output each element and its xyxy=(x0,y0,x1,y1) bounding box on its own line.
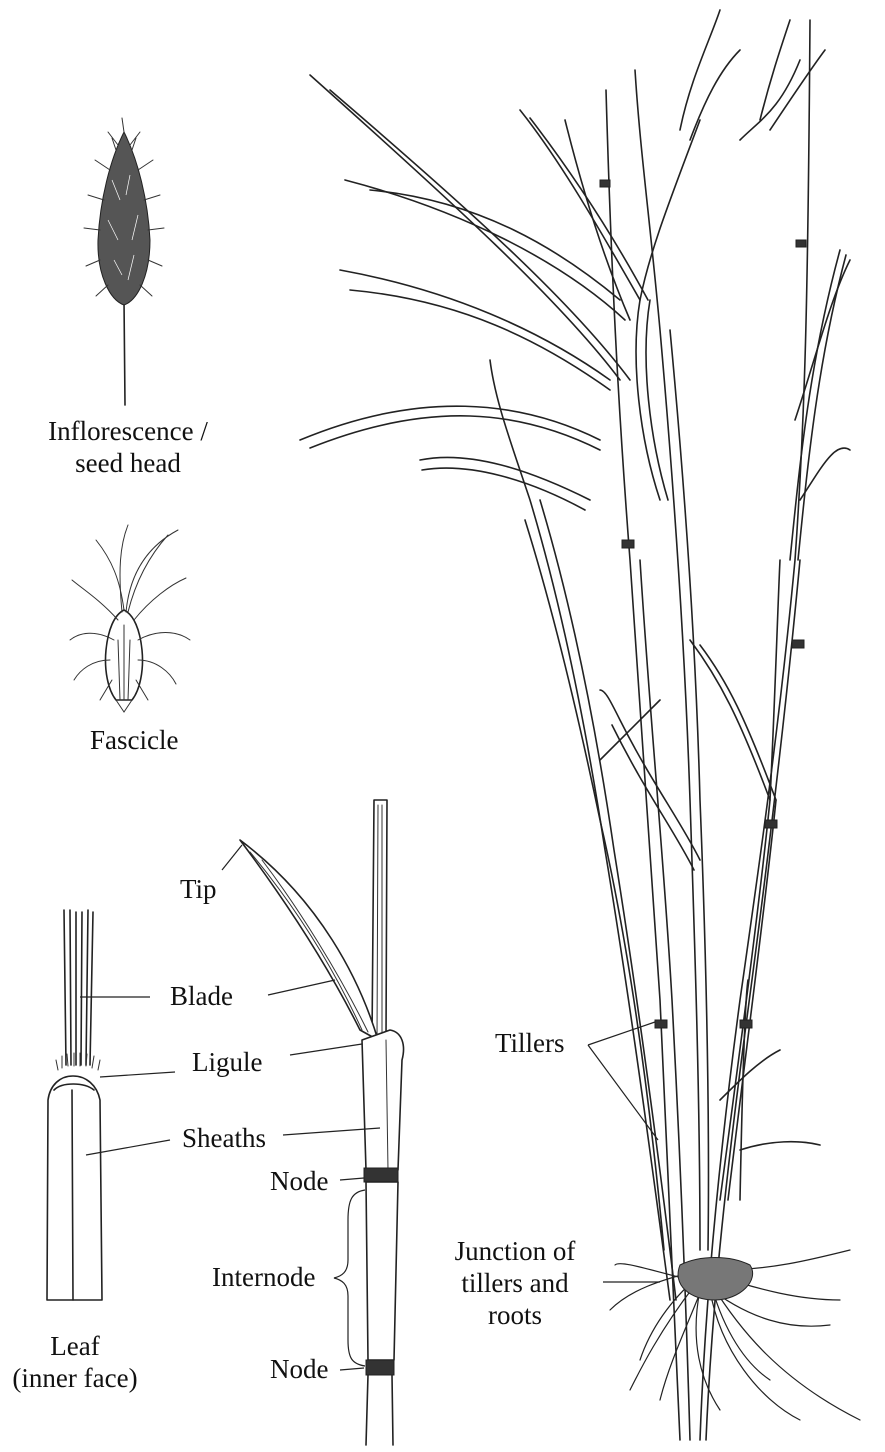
node-upper-label: Node xyxy=(270,1165,328,1197)
leaf-label: Leaf (inner face) xyxy=(0,1330,150,1394)
inflorescence-drawing xyxy=(84,118,164,405)
leaf-label-line2: (inner face) xyxy=(0,1362,150,1394)
node-lower-label: Node xyxy=(270,1353,328,1385)
junction-label-line2: tillers and xyxy=(430,1267,600,1299)
junction-label-line1: Junction of xyxy=(430,1235,600,1267)
fascicle-label: Fascicle xyxy=(90,724,178,756)
blade-label: Blade xyxy=(170,980,233,1012)
tip-label: Tip xyxy=(180,873,217,905)
tillers-label: Tillers xyxy=(495,1027,565,1059)
junction-label-line3: roots xyxy=(430,1299,600,1331)
leaf-drawing xyxy=(47,910,102,1300)
ligule-label: Ligule xyxy=(192,1046,262,1078)
inflorescence-label-line2: seed head xyxy=(28,447,228,479)
junction-label: Junction of tillers and roots xyxy=(430,1235,600,1331)
fascicle-drawing xyxy=(70,525,190,712)
internode-label: Internode xyxy=(212,1261,315,1293)
inflorescence-label: Inflorescence / seed head xyxy=(28,415,228,479)
leaf-label-line1: Leaf xyxy=(0,1330,150,1362)
sheaths-label: Sheaths xyxy=(182,1122,266,1154)
inflorescence-label-line1: Inflorescence / xyxy=(28,415,228,447)
